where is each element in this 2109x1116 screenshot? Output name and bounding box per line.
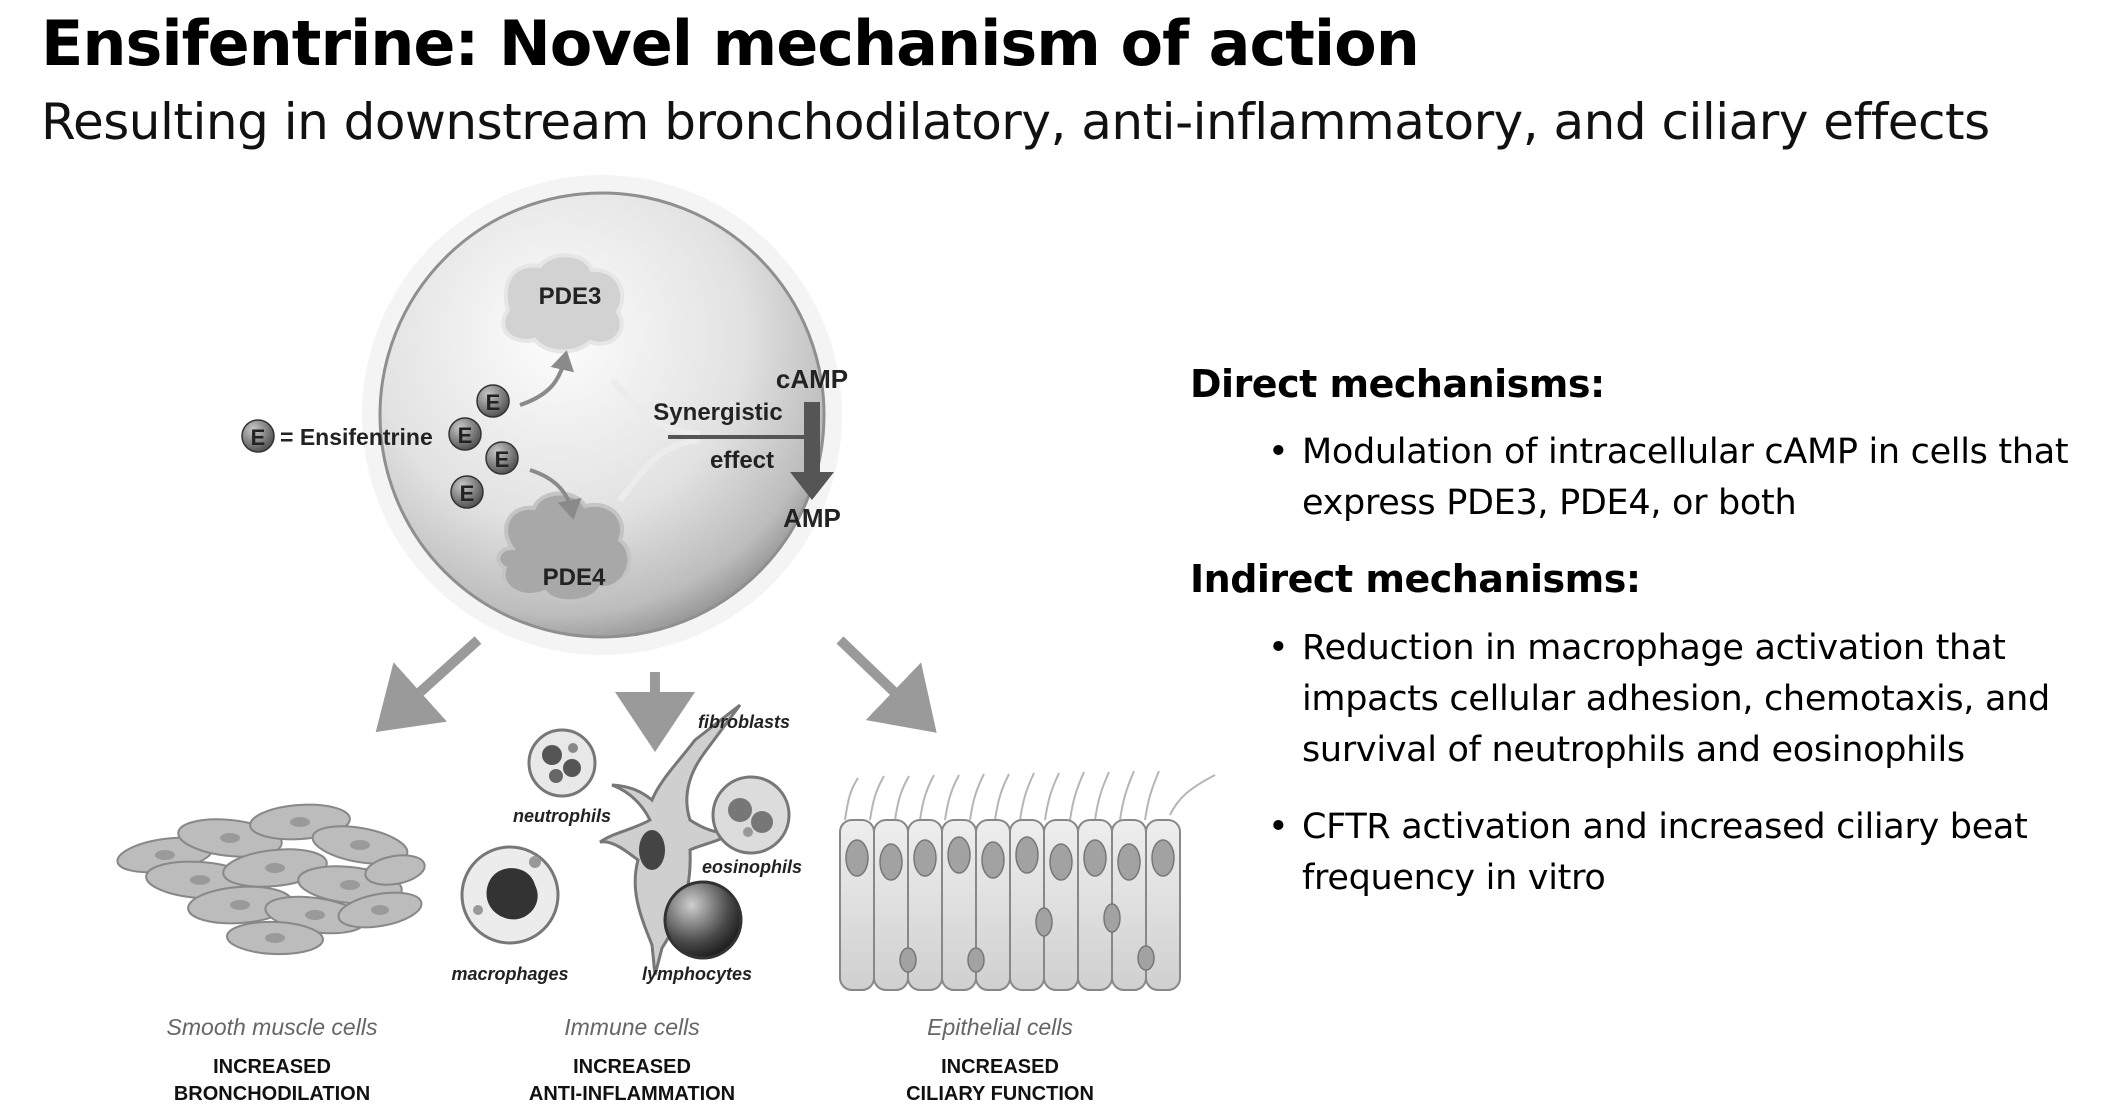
svg-text:E: E <box>458 423 473 448</box>
lymphocyte-illustration <box>663 880 743 960</box>
macrophage-illustration <box>460 845 560 945</box>
epithelial-effect-line1: INCREASED <box>941 1056 1059 1078</box>
pde4-connector <box>617 437 701 502</box>
mechanisms-panel: Direct mechanisms: Modulation of intrace… <box>1190 360 2090 930</box>
eosinophils-label: eosinophils <box>702 857 802 877</box>
pde4-enzyme <box>496 491 632 604</box>
amp-label: AMP <box>783 503 841 533</box>
immune-cells-label: Immune cells <box>564 1014 700 1040</box>
svg-text:E: E <box>495 447 510 472</box>
ensifentrine-molecule: E <box>450 475 484 509</box>
indirect-mechanisms-list: Reduction in macrophage activation that … <box>1190 623 2090 904</box>
pde3-label: PDE3 <box>539 283 602 310</box>
epithelial-nuclei <box>845 836 1175 973</box>
neutrophil-illustration <box>527 728 597 798</box>
direct-mechanisms-list: Modulation of intracellular cAMP in cell… <box>1190 427 2090 529</box>
lymphocytes-label: lymphocytes <box>642 964 752 984</box>
epithelial-effect-line2: CILIARY FUNCTION <box>906 1083 1094 1105</box>
camp-label: cAMP <box>776 364 848 394</box>
pde3-connector <box>609 377 701 437</box>
camp-to-amp-arrow <box>790 402 834 500</box>
ensifentrine-legend: E = Ensifentrine <box>241 419 433 453</box>
epithelial-cilia <box>844 770 1216 821</box>
cell-sphere <box>378 191 826 639</box>
smooth-muscle-nuclei <box>155 817 389 943</box>
immune-effect-line2: ANTI-INFLAMMATION <box>529 1083 735 1105</box>
epithelial-cells-label: Epithelial cells <box>927 1014 1073 1040</box>
arrow-to-pde3 <box>519 350 575 407</box>
arrow-to-pde4 <box>529 468 582 520</box>
ensifentrine-molecule: E <box>448 417 482 451</box>
page-title: Ensifentrine: Novel mechanism of action <box>41 7 1420 80</box>
indirect-mechanisms-heading: Indirect mechanisms: <box>1190 557 1641 602</box>
macrophages-label: macrophages <box>451 964 568 984</box>
svg-text:E: E <box>486 390 501 415</box>
indirect-mechanism-item: CFTR activation and increased ciliary be… <box>1268 802 2090 904</box>
pde4-label: PDE4 <box>543 564 606 591</box>
svg-text:E: E <box>460 481 475 506</box>
svg-text:E: E <box>251 425 266 450</box>
synergistic-label: Synergistic <box>653 399 782 426</box>
neutrophils-label: neutrophils <box>513 806 611 826</box>
smooth-muscle-effect-line1: INCREASED <box>213 1056 331 1078</box>
arrow-to-epithelial <box>836 636 937 733</box>
smooth-muscle-label: Smooth muscle cells <box>167 1014 378 1040</box>
ensifentrine-molecule: E <box>476 384 510 418</box>
smooth-muscle-effect-line2: BRONCHODILATION <box>174 1083 370 1105</box>
page-subtitle: Resulting in downstream bronchodilatory,… <box>41 93 1990 151</box>
effect-label: effect <box>710 447 774 474</box>
indirect-mechanism-item: Reduction in macrophage activation that … <box>1268 623 2090 776</box>
mechanism-diagram: PDE3 PDE4 Synergistic effect cAMP AMP E … <box>116 175 1216 1105</box>
immune-effect-line1: INCREASED <box>573 1056 691 1078</box>
pde3-enzyme <box>501 253 625 354</box>
direct-mechanism-item: Modulation of intracellular cAMP in cell… <box>1268 427 2090 529</box>
direct-mechanisms-heading: Direct mechanisms: <box>1190 362 1605 406</box>
smooth-muscle-cells-illustration <box>116 803 426 956</box>
arrow-to-smooth-muscle <box>375 636 482 733</box>
eosinophil-illustration <box>711 775 791 855</box>
ensifentrine-molecule: E <box>485 441 519 475</box>
fibroblasts-label: fibroblasts <box>698 712 790 732</box>
legend-label: = Ensifentrine <box>280 424 433 450</box>
